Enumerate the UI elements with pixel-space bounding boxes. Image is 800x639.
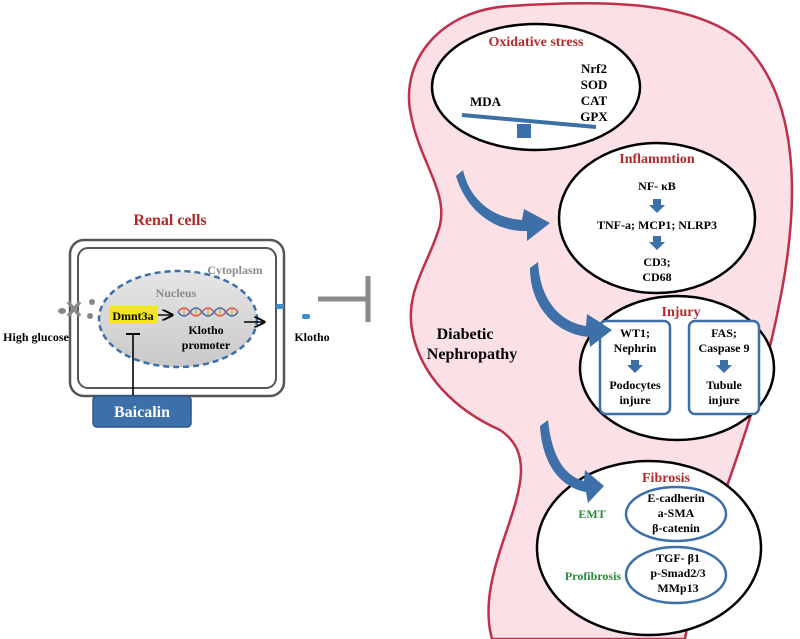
fibrosis-title: Fibrosis — [642, 471, 691, 486]
injury-tubule: Tubule — [706, 378, 742, 392]
inflammation-nfkb: NF- κB — [638, 179, 676, 193]
dnmt-label: Dmnt3a — [112, 309, 153, 323]
pro-tgf: TGF- β1 — [656, 551, 700, 565]
curved-arrow-icon — [530, 262, 612, 347]
oxidative-stress-panel: Oxidative stress MDA Nrf2 SOD CAT GPX — [430, 22, 642, 152]
glucose-receptor-icon — [58, 299, 95, 319]
renal-title: Renal cells — [133, 212, 206, 229]
curved-arrow-icon — [456, 170, 550, 241]
inflammation-panel: Inflammtion NF- κB TNF-a; MCP1; NLRP3 CD… — [557, 141, 757, 295]
oxidative-gpx: GPX — [580, 109, 608, 124]
down-arrow-icon — [649, 199, 665, 213]
pro-smad: p-Smad2/3 — [650, 566, 705, 580]
down-arrow-icon — [649, 236, 665, 250]
emt-ecadherin: E-cadherin — [647, 491, 705, 505]
baicalin-box — [92, 395, 192, 428]
oxidative-mda: MDA — [470, 94, 502, 109]
injury-tubule-injure: injure — [708, 393, 740, 407]
profibrosis-label: Profibrosis — [565, 569, 622, 583]
klotho-protein — [302, 314, 310, 319]
emt-label: EMT — [578, 507, 605, 521]
nucleus-label: Nucleus — [156, 286, 197, 300]
disease-label-line1: Diabetic — [437, 326, 494, 343]
injury-panel: Injury WT1; Nephrin Podocytes injure FAS… — [578, 294, 776, 442]
balance-beam — [461, 113, 597, 129]
emt-bcatenin: β-catenin — [652, 521, 700, 535]
progression-arrows — [456, 170, 612, 503]
inflammation-cd68: CD68 — [642, 270, 671, 284]
injury-wt1: WT1; — [620, 326, 650, 340]
klotho-label: Klotho — [294, 330, 329, 344]
curved-arrow-icon — [540, 420, 604, 503]
dnmt-highlight — [109, 306, 157, 324]
injury-podocytes: Podocytes — [609, 378, 661, 392]
oxidative-nrf2: Nrf2 — [581, 61, 607, 76]
inflammation-cd3: CD3; — [643, 255, 670, 269]
inhibition-connector — [318, 276, 371, 322]
down-arrow-icon — [627, 360, 643, 373]
fibrosis-panel: Fibrosis EMT E-cadherin a-SMA β-catenin … — [535, 459, 763, 637]
high-glucose-label: High glucose — [3, 330, 69, 344]
oxidative-cat: CAT — [581, 93, 608, 108]
oxidative-title: Oxidative stress — [488, 35, 584, 50]
baicalin-label: Baicalin — [114, 404, 170, 421]
klotho-protein — [276, 304, 284, 309]
injury-nephrin: Nephrin — [614, 341, 657, 355]
inflammation-title: Inflammtion — [619, 152, 695, 167]
profibrosis-oval — [624, 545, 728, 605]
klotho-promoter-line2: promoter — [182, 338, 231, 352]
balance-fulcrum — [517, 124, 531, 138]
klotho-promoter-line1: Klotho — [188, 323, 223, 337]
pro-mmp13: MMp13 — [657, 581, 698, 595]
emt-oval — [624, 485, 728, 543]
inflammation-tnf: TNF-a; MCP1; NLRP3 — [597, 218, 717, 232]
injury-caspase: Caspase 9 — [698, 341, 749, 355]
oxidative-sod: SOD — [581, 77, 608, 92]
down-arrow-icon — [716, 360, 732, 373]
injury-podocytes-injure: injure — [619, 393, 651, 407]
emt-asma: a-SMA — [658, 506, 695, 520]
renal-cell-panel: Renal cells Cytoplasm Nucleus Dmnt3a Klo… — [3, 212, 330, 428]
injury-fas: FAS; — [711, 326, 737, 340]
injury-title: Injury — [662, 305, 701, 320]
dna-helix-icon — [177, 307, 239, 317]
cytoplasm-label: Cytoplasm — [207, 263, 262, 277]
disease-label-line2: Nephropathy — [427, 346, 517, 363]
